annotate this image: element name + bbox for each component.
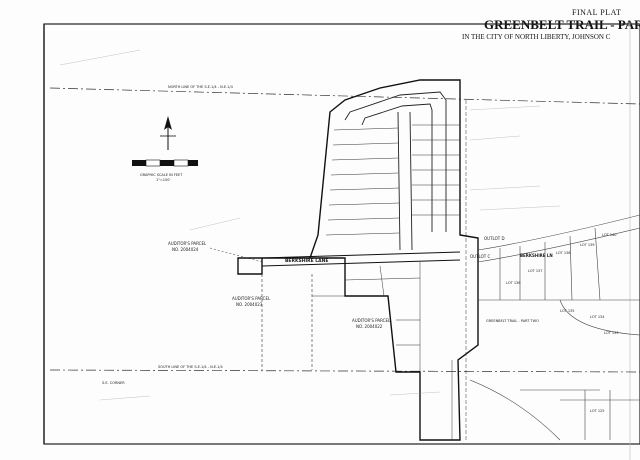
south-line-label: SOUTH LINE OF THE S.E.1/4 - N.E.1/4 [158,365,224,369]
lot-135: LOT 135 [560,309,575,313]
auditors-parcel-sw-no: NO. 2004023 [236,302,263,307]
sheet-border [43,23,640,445]
lot-125: LOT 125 [590,409,605,413]
auditors-parcel-mid: AUDITOR'S PARCEL [352,318,391,323]
lot-140: LOT 140 [602,233,617,237]
lot-lines-west [325,127,400,236]
subdivision-boundary [237,79,479,441]
lot-136: LOT 136 [506,281,521,285]
lot-134: LOT 134 [590,315,605,319]
north-line-label: NORTH LINE OF THE S.E.1/4 - N.E.1/4 [168,85,234,89]
plat-subtitle: IN THE CITY OF NORTH LIBERTY, JOHNSON C [462,33,611,41]
auditors-parcel-nw: AUDITOR'S PARCEL [168,241,207,246]
north-section-line [49,87,640,105]
graphic-scale-icon: GRAPHIC SCALE IN FEET 1"=100' [132,159,198,182]
lot-lines-east [412,124,460,216]
auditors-parcel-mid-no: NO. 2004022 [356,324,383,329]
south-section-line [49,369,640,373]
berkshire-ln-east-label: BERKSHIRE LN [520,253,553,258]
lot-138: LOT 138 [556,251,571,255]
auditors-parcel-nw-no: NO. 2004024 [172,247,199,252]
berkshire-lane-label: BERKSHIRE LANE [285,258,328,264]
final-plat-label: FINAL PLAT [572,8,622,17]
lot-137: LOT 137 [528,269,543,273]
se-corner-label: S.E. CORNER [102,381,125,385]
outlot-c-label: OUTLOT C [470,254,490,259]
scale-ratio: 1"=100' [156,178,170,182]
auditors-parcel-sw: AUDITOR'S PARCEL [232,296,271,301]
scale-caption: GRAPHIC SCALE IN FEET [140,173,183,177]
lot-139: LOT 139 [580,243,595,247]
north-arrow-icon [160,116,176,150]
lot-133: LOT 133 [604,331,619,335]
outlot-d-label: OUTLOT D [484,236,505,241]
adjacent-subdivision [469,214,640,441]
lot-lines-south [344,262,421,372]
greenbelt-part-two-label: GREENBELT TRAIL - PART TWO [486,319,539,323]
